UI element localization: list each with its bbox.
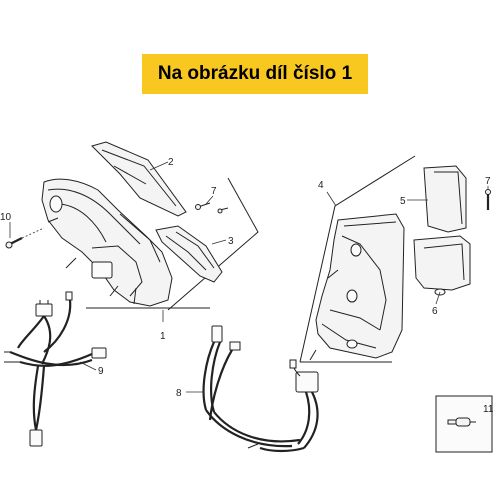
part-4-right-light-housing[interactable] <box>309 213 405 361</box>
callout-9: 9 <box>98 366 104 377</box>
callout-4: 4 <box>318 180 324 191</box>
callout-labels: 2 3 7 1 9 8 4 5 6 7 10 11 <box>0 157 494 415</box>
part-3-reflector[interactable] <box>155 225 223 283</box>
part-6-right-reflector[interactable] <box>413 235 471 296</box>
part-2-lens[interactable] <box>91 141 187 217</box>
part-8-wiring-harness[interactable] <box>202 325 319 453</box>
part-9-wiring-harness[interactable] <box>4 291 107 447</box>
part-number-banner: Na obrázku díl číslo 1 <box>142 54 368 94</box>
callout-leaders <box>9 161 489 393</box>
callout-2: 2 <box>168 157 174 168</box>
callout-1: 1 <box>160 331 166 342</box>
callout-7-left: 7 <box>211 186 217 197</box>
part-11-bulb[interactable] <box>435 395 493 453</box>
right-assembly-frame <box>299 155 416 363</box>
banner-text: Na obrázku díl číslo 1 <box>157 63 353 84</box>
callout-10: 10 <box>0 212 12 223</box>
part-1-left-light-housing[interactable] <box>41 178 173 307</box>
part-5-right-lens[interactable] <box>423 165 467 233</box>
part-10-screw[interactable] <box>5 227 45 249</box>
callout-8: 8 <box>176 388 182 399</box>
part-7-screw-right[interactable] <box>485 189 491 211</box>
callout-11: 11 <box>483 404 494 415</box>
left-assembly-frame <box>86 177 259 311</box>
callout-7-right: 7 <box>485 176 491 187</box>
part-7-screw-left[interactable] <box>195 202 229 214</box>
callout-6: 6 <box>432 306 438 317</box>
callout-5: 5 <box>400 196 406 207</box>
callout-3: 3 <box>228 236 234 247</box>
